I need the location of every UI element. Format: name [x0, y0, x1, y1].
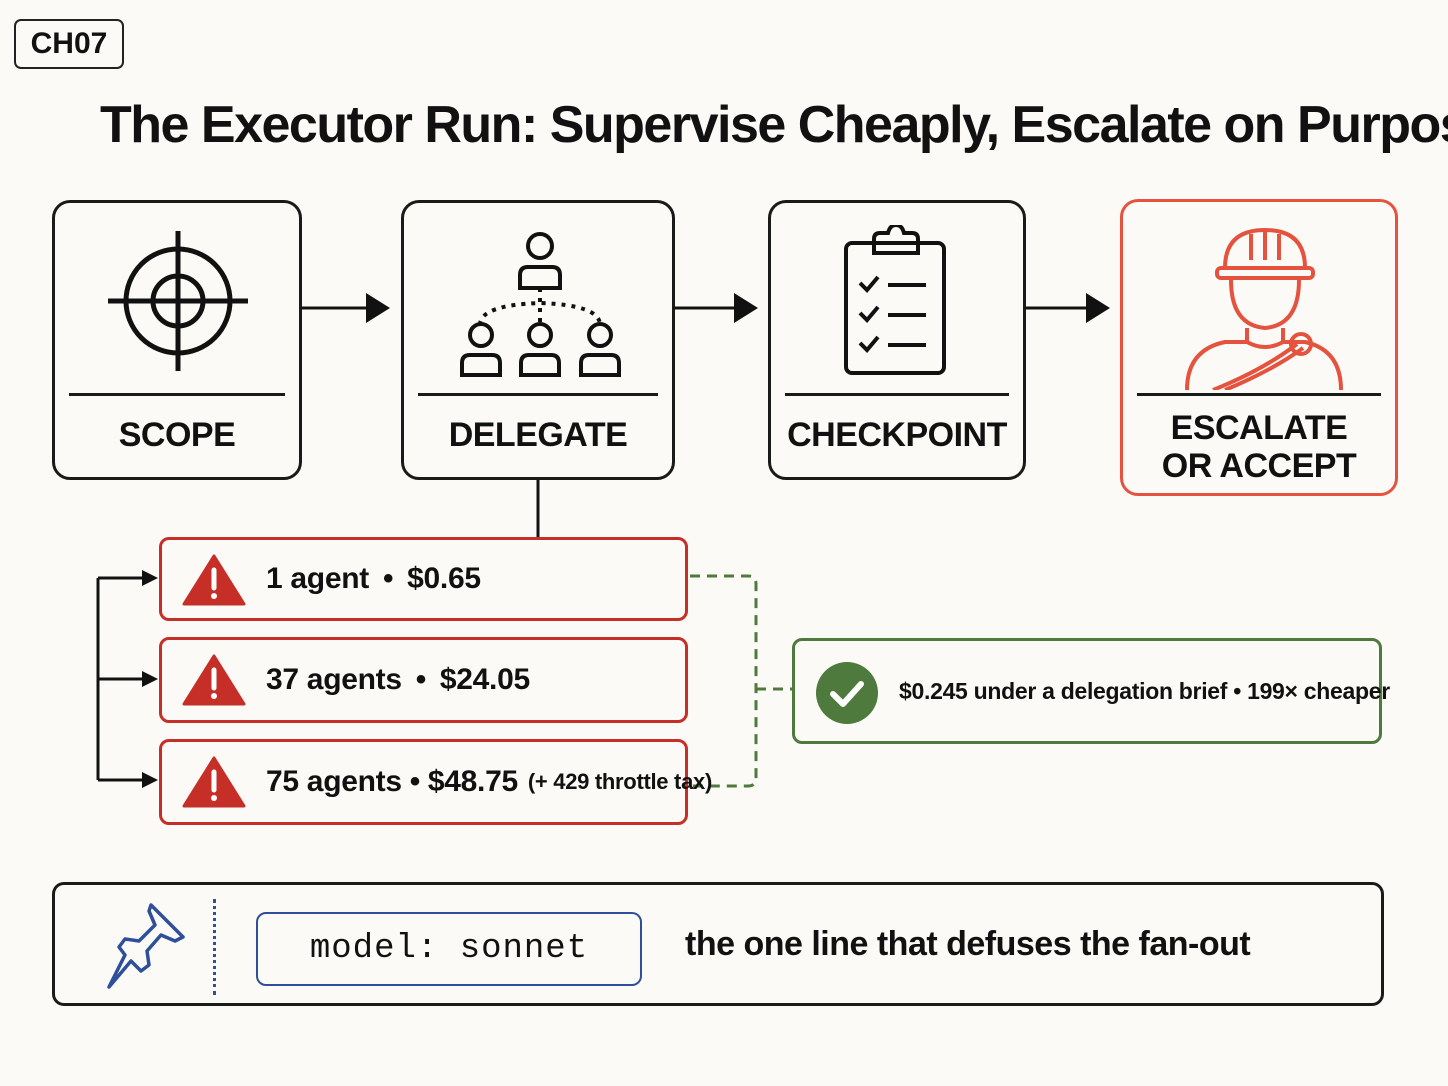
result-box: $0.245 under a delegation brief • 199× c… [792, 638, 1390, 744]
step-scope: SCOPE [52, 200, 302, 480]
step-label: SCOPE [118, 416, 236, 454]
note-box: model: sonnet the one line that defuses … [52, 882, 1384, 1006]
throttle-note: (+ 429 throttle tax) [527, 769, 712, 794]
step-checkpoint: CHECKPOINT [768, 200, 1026, 480]
cost-value: $48.75 [427, 765, 518, 798]
cost-value: $24.05 [439, 663, 530, 696]
separator-dot: • [382, 562, 394, 595]
fanout-row: 75 agents • $48.75 (+ 429 throttle tax) [159, 739, 712, 825]
step-label-line2: OR ACCEPT [1161, 447, 1357, 485]
hardhat-worker-icon [1185, 227, 1343, 390]
note-caption: the one line that defuses the fan-out [685, 924, 1251, 963]
crosshair-icon [108, 231, 248, 371]
flow-arrow [302, 293, 390, 323]
divider [213, 899, 216, 995]
page-title: The Executor Run: Supervise Cheaply, Esc… [100, 96, 1448, 154]
fanout-bracket [96, 570, 158, 788]
separator-dot: • [415, 663, 427, 696]
step-escalate: ESCALATE OR ACCEPT [1120, 199, 1398, 496]
cost-value: $0.65 [407, 562, 481, 595]
pushpin-icon [107, 903, 185, 989]
step-label: CHECKPOINT [787, 416, 1007, 454]
agent-count: 37 agents [266, 663, 402, 696]
fanout-row: 1 agent • $0.65 [159, 537, 688, 621]
org-chart-icon [460, 232, 621, 377]
step-label-line1: ESCALATE [1170, 409, 1348, 447]
result-bracket [690, 574, 792, 788]
clipboard-checklist-icon [844, 225, 946, 375]
fanout-row: 37 agents • $24.05 [159, 637, 688, 723]
agent-count: 75 agents [266, 765, 402, 798]
code-snippet: model: sonnet [256, 912, 642, 986]
warning-icon [182, 554, 246, 606]
result-text: $0.245 under a delegation brief • 199× c… [899, 677, 1390, 704]
chapter-tag: CH07 [14, 19, 124, 69]
flow-arrow [675, 293, 758, 323]
separator-dot: • [409, 765, 421, 798]
flow-arrow [1026, 293, 1110, 323]
warning-icon [182, 756, 246, 808]
step-delegate: DELEGATE [401, 200, 675, 480]
warning-icon [182, 654, 246, 706]
check-circle-icon [816, 662, 878, 724]
agent-count: 1 agent [266, 562, 369, 595]
step-label: DELEGATE [448, 416, 628, 454]
